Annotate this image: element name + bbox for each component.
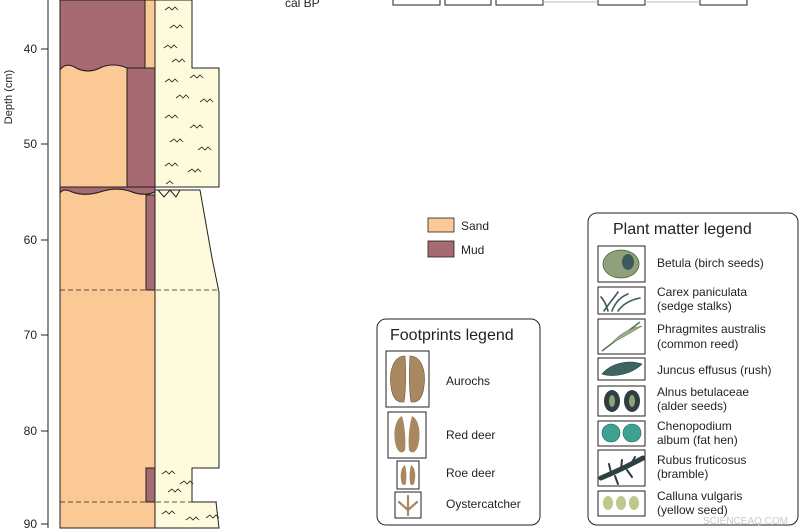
mud-band-upper [126,67,156,188]
aurochs-label: Aurochs [446,374,490,388]
common-reed-icon [597,318,646,355]
roe-deer-label: Roe deer [446,466,495,480]
tick-70: 70 [24,328,48,342]
sand-layer-lower [59,188,156,529]
plant-item-phragmites: Phragmites australis (common reed) [597,318,766,355]
tick-60: 60 [24,233,48,247]
carex-label-line-2: (sedge stalks) [657,299,732,313]
chenopodium-label-line-1: Chenopodium [657,419,732,433]
sediment-legend-mud: Mud [427,240,484,258]
mud-swatch [427,240,455,258]
plant-item-calluna: Calluna vulgaris (yellow seed) [597,489,742,517]
tick-50: 50 [24,137,48,151]
tick-label-60: 60 [24,233,38,247]
oystercatcher-footprint-icon [394,491,422,519]
pale-layer-lower [154,189,220,529]
rush-icon [597,357,646,381]
footprints-legend-title: Footprints legend [390,327,514,344]
juncus-label-line-1: Juncus effusus (rush) [657,363,772,377]
plant-item-alnus: Alnus betulaceae (alder seeds) [597,385,749,417]
alder-seed-icon [597,385,646,417]
betula-label-line-1: Betula (birch seeds) [657,256,764,270]
roe-deer-footprint-icon [396,460,420,490]
plant-legend-title: Plant matter legend [613,221,752,238]
calluna-label-line-2: (yellow seed) [657,503,728,517]
plant-item-chenopodium: Chenopodium album (fat hen) [597,419,738,447]
footprint-item-aurochs: Aurochs [385,350,490,408]
texture-marks [161,6,220,521]
tick-label-40: 40 [24,42,38,56]
plant-matter-legend: Plant matter legend Betula (birch seeds)… [587,212,799,526]
aurochs-footprint-icon [385,350,430,408]
red-deer-footprint-icon [387,411,427,459]
rubus-label-line-2: (bramble) [657,467,708,481]
footprints-legend: Footprints legend Aurochs Red deer [376,318,541,526]
tick-label-80: 80 [24,424,38,438]
mud-label: Mud [461,243,484,257]
header-cal-bp: cal BP [285,0,320,10]
footprint-item-roe-deer: Roe deer [396,460,495,490]
tick-40: 40 [24,42,48,56]
oystercatcher-label: Oystercatcher [446,497,521,511]
sediment-core-column [59,0,220,529]
depth-axis: Depth (cm) 40 50 60 70 80 90 [3,0,49,530]
calluna-label-line-1: Calluna vulgaris [657,489,742,503]
sand-layer-upper [59,64,128,188]
sedge-stalk-icon [597,286,646,315]
phragmites-label-line-1: Phragmites australis [657,322,766,336]
footprint-item-oystercatcher: Oystercatcher [394,491,521,519]
tick-80: 80 [24,424,48,438]
tick-90: 90 [24,517,48,530]
birch-seed-icon [597,245,646,283]
mud-layer-top [59,0,146,72]
phragmites-label-line-2: (common reed) [657,337,738,351]
plant-item-rubus: Rubus fruticosus (bramble) [597,449,746,487]
watermark: SCIENCEAQ.COM [703,516,788,527]
bramble-icon [597,449,646,487]
mud-strip-lower [145,194,156,291]
fat-hen-icon [597,420,646,447]
plant-item-betula: Betula (birch seeds) [597,245,764,283]
sediment-legend: Sand Mud [427,217,489,258]
tick-label-50: 50 [24,137,38,151]
pale-layer-upper [154,0,220,188]
tick-label-90: 90 [24,517,38,530]
chenopodium-label-line-2: album (fat hen) [657,433,738,447]
rubus-label-line-1: Rubus fruticosus [657,453,746,467]
alnus-label-line-1: Alnus betulaceae [657,385,749,399]
sand-label: Sand [461,219,489,233]
mud-strip-bottom [145,467,156,503]
alnus-label-line-2: (alder seeds) [657,399,727,413]
sand-swatch [427,217,455,233]
footprint-item-red-deer: Red deer [387,411,495,459]
header-partial-icons [392,0,748,6]
sand-strip-top [144,0,156,69]
sediment-legend-sand: Sand [427,217,489,233]
heather-seed-icon [597,490,646,517]
carex-label-line-1: Carex paniculata [657,285,747,299]
depth-axis-label: Depth (cm) [3,70,15,124]
tick-label-70: 70 [24,328,38,342]
plant-item-juncus: Juncus effusus (rush) [597,357,772,381]
red-deer-label: Red deer [446,428,495,442]
plant-item-carex: Carex paniculata (sedge stalks) [597,285,747,315]
